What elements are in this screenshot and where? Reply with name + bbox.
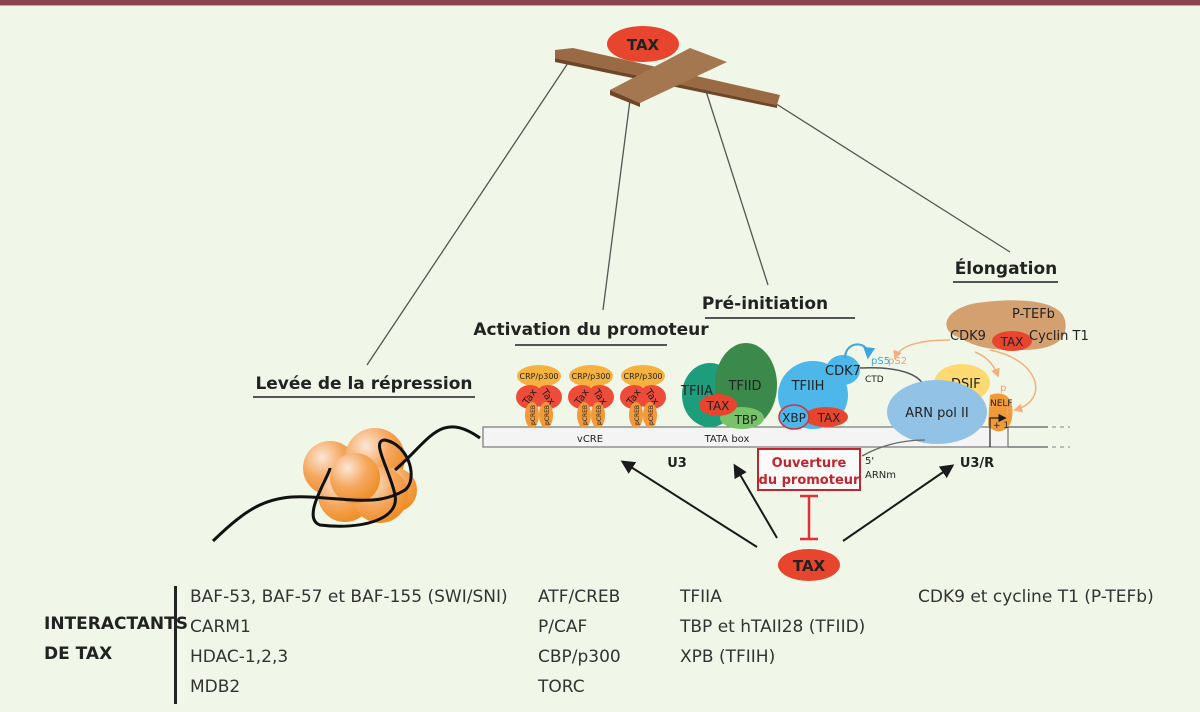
interactants-column-2: ATF/CREB P/CAF CBP/p300 TORC [538,582,621,702]
tax-blob [638,385,666,409]
interactant-item: MDB2 [190,677,241,697]
interactant-item: ATF/CREB [538,587,621,607]
crp-p300-blob [621,365,665,387]
stage-title-preinitiation: Pré-initiation [702,294,855,319]
bottom-tax-badge: TAX [778,549,840,581]
interactant-item: TFIIA [680,587,722,607]
five-prime-label: 5' [865,456,874,467]
svg-text:Pré-initiation: Pré-initiation [702,294,828,314]
hub-connectors [366,62,1011,366]
pcreb-label: pCREB [530,405,537,425]
ctd-label: CTD [865,375,884,385]
pcreb-label: pCREB [582,405,589,425]
interactant-item: CARM1 [190,617,251,637]
crp-p300-label: CRP/p300 [571,372,610,381]
pcreb-blob [539,402,553,428]
pcreb-label: pCREB [596,405,603,425]
stage-title-activation: Activation du promoteur [473,320,709,346]
nucleosome-icon [211,425,481,543]
interactants-divider [174,586,177,704]
tfiia-label: TFIIA [680,384,713,399]
p-label-1: p [1000,383,1006,394]
heading-line1: INTERACTANTS [44,614,188,634]
interactant-item: CDK9 et cycline T1 (P-TEFb) [918,587,1154,607]
ptefb-tax-label: TAX [1000,335,1024,349]
interactant-item: BAF-53, BAF-57 et BAF-155 (SWI/SNI) [190,587,508,607]
interactant-item: HDAC-1,2,3 [190,647,289,667]
ps5-label: pS5 [871,356,890,367]
interactants-column-3: TFIIA TBP et hTAII28 (TFIID) XPB (TFIIH) [680,582,865,672]
svg-text:Levée de la répression: Levée de la répression [255,374,472,394]
header-bar [0,0,1200,6]
nelf-label: NELF [990,399,1013,409]
pcreb-label: pCREB [544,405,551,425]
ptefb-label: P-TEFb [1012,307,1055,322]
tfiid-label: TFIID [727,379,761,394]
vcre-label: vCRE [577,434,603,445]
stage-title-elongation: Élongation [953,257,1058,283]
promoter-opening-box: Ouverture du promoteur [757,448,861,491]
svg-text:Activation du promoteur: Activation du promoteur [473,320,709,340]
crp-p300-blob [517,365,561,387]
tfiih-complex: TFIIH CDK7 XBP TAX pS5 pS2 CTD [778,343,926,430]
pcreb-blob [591,402,605,428]
arnm-label: ARNm [865,470,896,481]
cyclin-label: Cyclin T1 [1029,329,1089,344]
pcreb-label: pCREB [634,405,641,425]
promoter-box-line2: du promoteur [759,473,860,488]
crp-p300-label: CRP/p300 [519,372,558,381]
bottom-tax-label: TAX [793,557,826,575]
arn-pol-label: ARN pol II [905,406,968,421]
interactant-item: CBP/p300 [538,647,621,667]
interactant-item: P/CAF [538,617,588,637]
inhibition-bar-icon [800,494,818,541]
cdk7-label: CDK7 [825,364,861,379]
stage-title-repression: Levée de la répression [253,374,475,398]
heading-line2: DE TAX [44,644,113,664]
interactant-item: TBP et hTAII28 (TFIID) [680,617,866,637]
p-label-2: p [1006,405,1012,416]
promoter-box-line1: Ouverture [772,456,847,471]
tata-box-label: TATA box [704,434,750,445]
pcreb-blob [643,402,657,428]
interactants-column-4: CDK9 et cycline T1 (P-TEFb) [918,582,1154,612]
crp-p300-label: CRP/p300 [623,372,662,381]
tfiid-tax-label: TAX [706,399,730,413]
dna-strand: vCRE TATA box U3 U3/R [482,426,1070,471]
pcreb-blob [629,402,643,428]
tbp-label: TBP [734,413,758,427]
tfiid-complex: TFIIA TFIID TAX TBP [680,343,777,429]
tfiih-label: TFIIH [791,379,825,394]
hub-tax-label: TAX [627,36,660,54]
wooden-cross-icon [555,48,780,108]
hub-tax-badge: TAX [607,26,679,62]
pcreb-blob [577,402,591,428]
tax-blob [534,385,562,409]
ps2-label: pS2 [888,356,907,367]
interactant-item: XPB (TFIIH) [680,647,776,667]
svg-text:Élongation: Élongation [955,257,1058,279]
plus-one-label: + 1 [993,421,1009,431]
xbp-label: XBP [782,411,806,425]
pcreb-blob [525,402,539,428]
tax-blob [586,385,614,409]
elongation-complex: P-TEFb CDK9 Cyclin T1 TAX DSIF ARN pol I… [861,300,1089,481]
u3-label: U3 [667,456,687,471]
cdk9-label: CDK9 [950,329,986,344]
interactant-item: TORC [538,677,585,697]
interactants-column-1: BAF-53, BAF-57 et BAF-155 (SWI/SNI) CARM… [190,582,508,702]
u3r-label: U3/R [960,456,994,471]
tfiih-tax-label: TAX [817,411,841,425]
pcreb-label: pCREB [648,405,655,425]
interactants-heading: INTERACTANTS DE TAX [44,609,188,669]
crp-p300-blob [569,365,613,387]
tax-arrows [620,460,955,548]
